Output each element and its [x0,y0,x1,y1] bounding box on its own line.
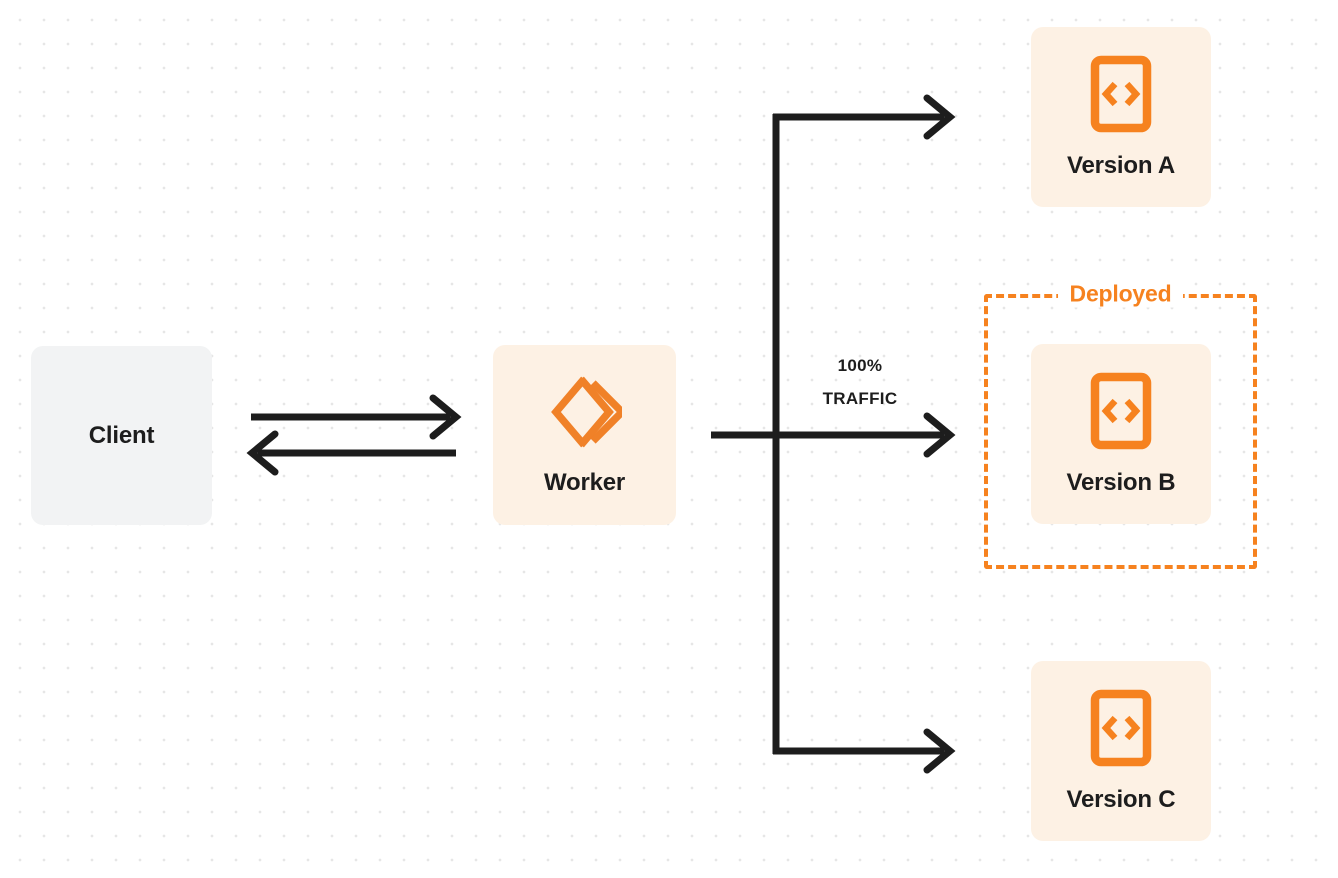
deployed-group-box: Deployed [984,280,1257,569]
node-client-label: Client [88,421,155,449]
edge-worker-to-client [246,430,456,476]
edge-worker-to-version-c [773,728,956,774]
deployed-group-label: Deployed [1057,280,1184,308]
node-client[interactable]: Client [31,346,212,525]
node-version-b-label: Version B [1066,468,1176,496]
traffic-percentage-label: 100% TRAFFIC [790,349,930,415]
edge-client-to-worker [251,394,462,440]
edge-worker-to-version-a [773,94,956,140]
traffic-percent-value: 100% [837,356,883,375]
node-version-a[interactable]: Version A [1031,27,1211,207]
code-brackets-icon [1090,372,1152,455]
node-version-a-label: Version A [1066,151,1176,179]
traffic-word-label: TRAFFIC [822,389,898,408]
node-version-b[interactable]: Version B [1031,344,1211,524]
node-worker[interactable]: Worker [493,345,676,525]
node-worker-label: Worker [543,468,626,496]
code-brackets-icon [1090,55,1152,138]
code-brackets-icon [1090,689,1152,772]
edge-worker-to-version-b [711,412,956,458]
node-version-c[interactable]: Version C [1031,661,1211,841]
cloudflare-workers-logo-icon [548,374,627,455]
node-version-c-label: Version C [1066,785,1176,813]
